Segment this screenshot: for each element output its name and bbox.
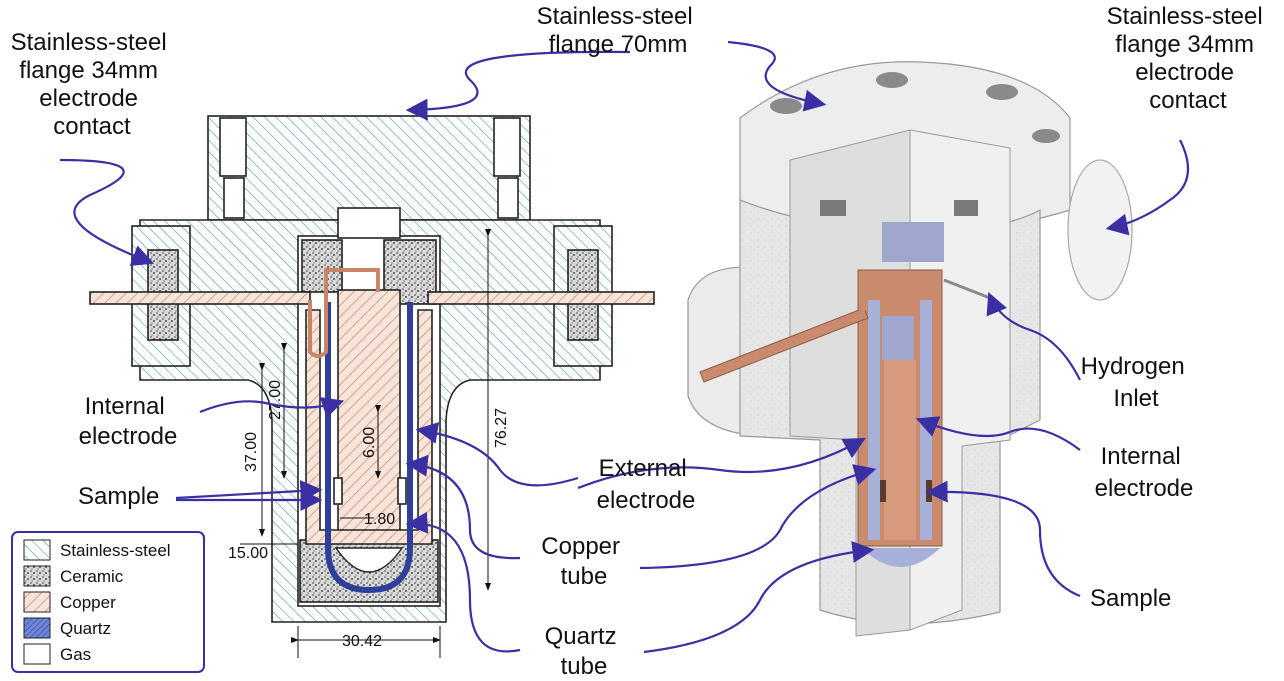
legend-label: Ceramic bbox=[60, 567, 124, 586]
legend-label: Stainless-steel bbox=[60, 541, 171, 560]
bolt-hole bbox=[493, 117, 521, 177]
flange-bolt-hole bbox=[770, 98, 802, 114]
legend-label: Copper bbox=[60, 593, 116, 612]
dim-1-8: 1.80 bbox=[364, 511, 395, 528]
hydrogen-port-3d bbox=[943, 278, 991, 300]
top-plug bbox=[337, 207, 401, 239]
ceramic-cap-3d bbox=[882, 316, 914, 360]
quartz-tube-3d bbox=[868, 300, 880, 540]
label-hydrogen-inlet: Hydrogen Inlet bbox=[1081, 353, 1192, 412]
bolt-hole bbox=[497, 177, 519, 219]
copper-lead-3d bbox=[859, 279, 905, 312]
legend-label: Quartz bbox=[60, 619, 111, 638]
label-flange-34-left: Stainless-steel flange 34mm electrode co… bbox=[11, 29, 174, 140]
dim-6: 6.00 bbox=[361, 427, 378, 458]
legend-frame bbox=[11, 531, 205, 673]
dim-37: 37.00 bbox=[243, 432, 260, 472]
label-internal-electrode-left: Internal electrode bbox=[79, 393, 178, 450]
bottom-dome bbox=[334, 547, 404, 573]
internal-electrode-3d bbox=[884, 360, 916, 540]
flange-bolt-hole bbox=[986, 84, 1018, 100]
internal-electrode-section bbox=[337, 289, 401, 537]
label-flange-70: Stainless-steel flange 70mm bbox=[537, 3, 700, 58]
label-copper-tube: Copper tube bbox=[541, 533, 626, 590]
electrode-rod-left bbox=[89, 291, 311, 305]
label-internal-electrode-right: Internal electrode bbox=[1095, 443, 1194, 502]
label-sample-left: Sample bbox=[78, 483, 159, 510]
quartz-bottom-3d bbox=[862, 548, 940, 567]
sample-piece-left bbox=[333, 477, 343, 505]
ceramic-cap-3d bbox=[882, 222, 944, 262]
legend-swatch-copper bbox=[23, 591, 51, 613]
flange-bolt-hole bbox=[876, 72, 908, 88]
label-flange-34-right: Stainless-steel flange 34mm electrode co… bbox=[1107, 3, 1270, 114]
groove bbox=[954, 200, 978, 216]
legend-swatch-ceramic bbox=[23, 565, 51, 587]
dim-15: 15.00 bbox=[228, 545, 268, 562]
dim-30: 30.42 bbox=[342, 633, 382, 650]
label-sample-right: Sample bbox=[1090, 585, 1171, 612]
dim-27: 27.00 bbox=[267, 380, 284, 420]
bolt-hole bbox=[219, 117, 247, 177]
cross-section-drawing: 37.00 27.00 6.00 76.27 1.80 15.00 30.42 bbox=[89, 115, 655, 658]
label-external-electrode: External electrode bbox=[597, 455, 696, 514]
copper-lead-wire bbox=[308, 268, 380, 358]
flange-bolt-hole bbox=[1032, 129, 1060, 143]
label-quartz-tube: Quartz tube bbox=[545, 623, 624, 680]
ceramic-cap-left bbox=[301, 239, 343, 293]
top-flange-section bbox=[207, 115, 531, 221]
quartz-tube-section bbox=[325, 302, 413, 594]
electrode-rod-3d bbox=[699, 307, 869, 383]
bolt-hole bbox=[223, 177, 245, 219]
groove bbox=[820, 200, 846, 216]
leader-lines bbox=[59, 40, 1190, 654]
sample-piece-right bbox=[397, 477, 407, 505]
electrode-rod-right bbox=[427, 291, 655, 305]
sample-3d bbox=[880, 480, 886, 502]
legend-swatch-steel bbox=[23, 539, 51, 561]
legend-swatch-quartz bbox=[23, 617, 51, 639]
dimension-lines bbox=[240, 229, 491, 658]
legend-label: Gas bbox=[60, 645, 91, 664]
dim-76: 76.27 bbox=[493, 408, 510, 448]
legend: Stainless-steel Ceramic Copper Quartz Ga… bbox=[11, 531, 205, 673]
legend-swatch-gas bbox=[23, 643, 51, 665]
side-flange-right-3d bbox=[1067, 159, 1133, 301]
